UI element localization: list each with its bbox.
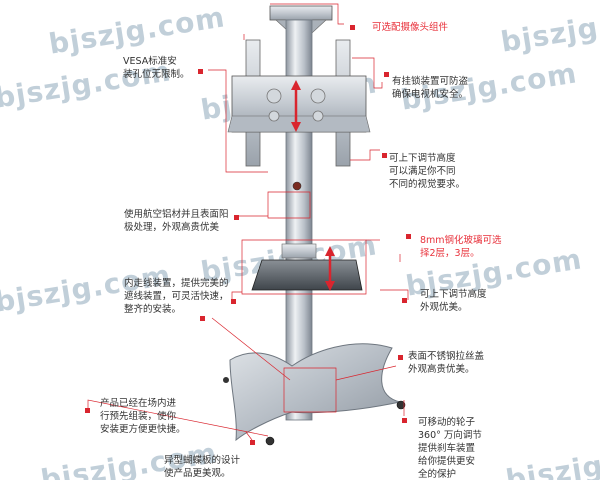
callout-lines	[87, 3, 409, 441]
callout-marker	[402, 298, 407, 303]
aluminum-pole-note: 使用航空铝材并且表面阳 极处理，外观高贵优美	[124, 209, 229, 233]
pole-knob	[292, 181, 302, 191]
camera-option-note: 可选配摄像头组件	[372, 22, 449, 33]
tempered-glass-note: 8mm钢化玻璃可选 择2层，3层。	[420, 235, 502, 259]
height-adjust-note: 可上下调节高度 可以满足你不同 不同的视觉要求。	[389, 153, 466, 190]
stainless-cover-note: 表面不锈钢拉丝盖 外观高贵优美。	[408, 351, 485, 375]
callout-marker	[231, 299, 236, 304]
preassembled-note: 产品已经在场内进 行预先组装，使你 安装更方便更快捷。	[100, 398, 186, 435]
callout-marker	[350, 25, 355, 30]
callout-marker	[250, 440, 255, 445]
callout-marker	[382, 153, 387, 158]
vesa-note: VESA标准安 装孔位无限制。	[123, 56, 190, 80]
callout-marker	[85, 408, 90, 413]
callout-marker	[406, 234, 411, 239]
callout-marker	[384, 72, 389, 77]
cable-management-note: 内走线装置，提供完美的 遮线装置，可灵活快速， 整齐的安装。	[124, 278, 229, 315]
anti-theft-lock-note: 有挂锁装置可防盗 确保电视机安全。	[392, 76, 469, 100]
callout-marker	[398, 355, 403, 360]
callout-marker	[234, 215, 239, 220]
callout-marker	[200, 316, 205, 321]
callout-marker	[198, 69, 203, 74]
camera-shelf	[269, 5, 333, 21]
vesa-bracket	[227, 39, 371, 167]
butterfly-base	[223, 343, 406, 446]
callout-marker	[402, 418, 407, 423]
glass-shelf	[251, 243, 363, 291]
casters-note: 可移动的轮子 360° 万向调节 提供刹车装置 给你提供更安 全的保护	[418, 417, 482, 480]
butterfly-base-note: 异型蝴蝶板的设计 使产品更美观。	[164, 455, 241, 479]
shelf-height-note: 可上下调节高度 外观优美。	[420, 289, 487, 313]
